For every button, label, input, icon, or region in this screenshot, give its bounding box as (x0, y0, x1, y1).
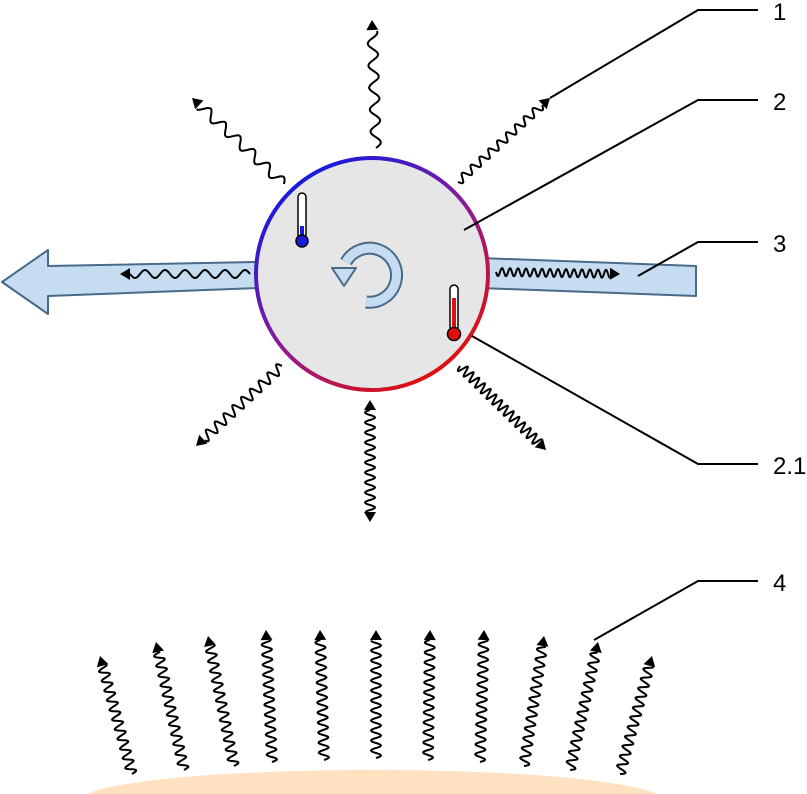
wave-top-line (366, 30, 382, 149)
ground-wave-7 (422, 630, 436, 761)
ground-wave-4-arrowhead (260, 630, 273, 641)
ground-wave-2-line (153, 650, 190, 771)
ground-wave-1 (96, 656, 138, 775)
ground-wave-8-line (474, 639, 490, 763)
wave-top-arrowhead (366, 20, 379, 31)
wave-top-left-line (196, 107, 286, 185)
ground-wave-9-line (519, 645, 547, 767)
ground-wave-4-line (260, 639, 278, 763)
callout-label-1: 1 (773, 0, 786, 26)
leader-3 (637, 241, 758, 277)
ground-wave-5 (314, 630, 330, 761)
ground-wave-1-arrowhead (96, 656, 109, 668)
ground-wave-2 (152, 642, 190, 771)
callout-label-3: 3 (773, 231, 786, 258)
ground-wave-8 (474, 630, 490, 763)
ground-wave-10 (565, 642, 602, 771)
wave-bottom (364, 400, 376, 522)
ground-wave-2-arrowhead (152, 642, 164, 654)
wave-bottom-left-line (204, 363, 283, 443)
callout-label-2-1: 2.1 (773, 453, 806, 480)
leader-lines (463, 9, 758, 641)
wave-top (366, 20, 382, 149)
wave-top-right-arrowhead (538, 98, 550, 110)
wave-flow-left (120, 268, 251, 280)
ground-wave-11-arrowhead (643, 656, 656, 668)
wave-bottom-arrowhead (364, 512, 376, 522)
ground-surface (87, 770, 657, 794)
wave-bottom-right (456, 365, 546, 450)
sphere-body (254, 156, 490, 392)
ground-wave-3-arrowhead (204, 636, 216, 647)
wave-top-left (192, 98, 286, 185)
radiation-waves (96, 20, 656, 775)
ground-wave-5-line (314, 639, 330, 761)
wave-flow-right-arrowhead (609, 267, 620, 280)
ground-wave-7-arrowhead (423, 630, 436, 641)
wave-flow-right-line (495, 267, 611, 279)
flow-arrow-left (1, 249, 259, 315)
ground-wave-5-arrowhead (314, 630, 327, 641)
ground-wave-10-arrowhead (590, 642, 602, 654)
leader-1 (549, 9, 758, 99)
ground-wave-6 (370, 630, 382, 759)
wave-bottom-line (364, 409, 376, 513)
wave-flow-left-line (129, 269, 251, 279)
ground-wave-10-line (565, 651, 600, 771)
wave-top-right-line (457, 104, 544, 185)
ground-wave-3 (204, 636, 240, 767)
ground-wave-4 (260, 630, 278, 763)
ground-wave-7-line (422, 639, 436, 761)
callout-label-2: 2 (773, 89, 786, 116)
ground-wave-9-arrowhead (536, 636, 549, 647)
ground-wave-11 (616, 656, 656, 775)
wave-bottom-right-arrowhead (534, 438, 546, 450)
ground-wave-6-arrowhead (370, 630, 382, 640)
rotation-arrow-icon (331, 241, 404, 309)
wave-flow-left-arrowhead (120, 268, 130, 280)
ground-wave-1-line (98, 664, 138, 775)
wave-bottom-left-arrowhead (196, 434, 208, 446)
flow-band-right (479, 257, 697, 297)
wave-bottom-right-line (456, 365, 543, 445)
callout-label-4: 4 (773, 570, 786, 597)
ground-wave-3-line (205, 644, 240, 767)
wave-top-right (457, 98, 550, 185)
wave-bottom-left (196, 363, 283, 446)
ground-wave-8-arrowhead (477, 630, 490, 641)
thermometer-cold-icon (295, 192, 309, 248)
thermometer-hot-icon (446, 284, 462, 342)
wave-bottom-arrowhead-back (364, 400, 376, 410)
wave-flow-right (495, 267, 620, 280)
ground-wave-11-line (616, 666, 655, 775)
leader-2-1 (471, 335, 758, 465)
ground-wave-9 (519, 636, 549, 767)
leader-4 (593, 580, 758, 641)
wave-top-left-arrowhead (192, 98, 204, 110)
ground-wave-6-line (370, 639, 382, 759)
leader-2 (463, 99, 758, 231)
